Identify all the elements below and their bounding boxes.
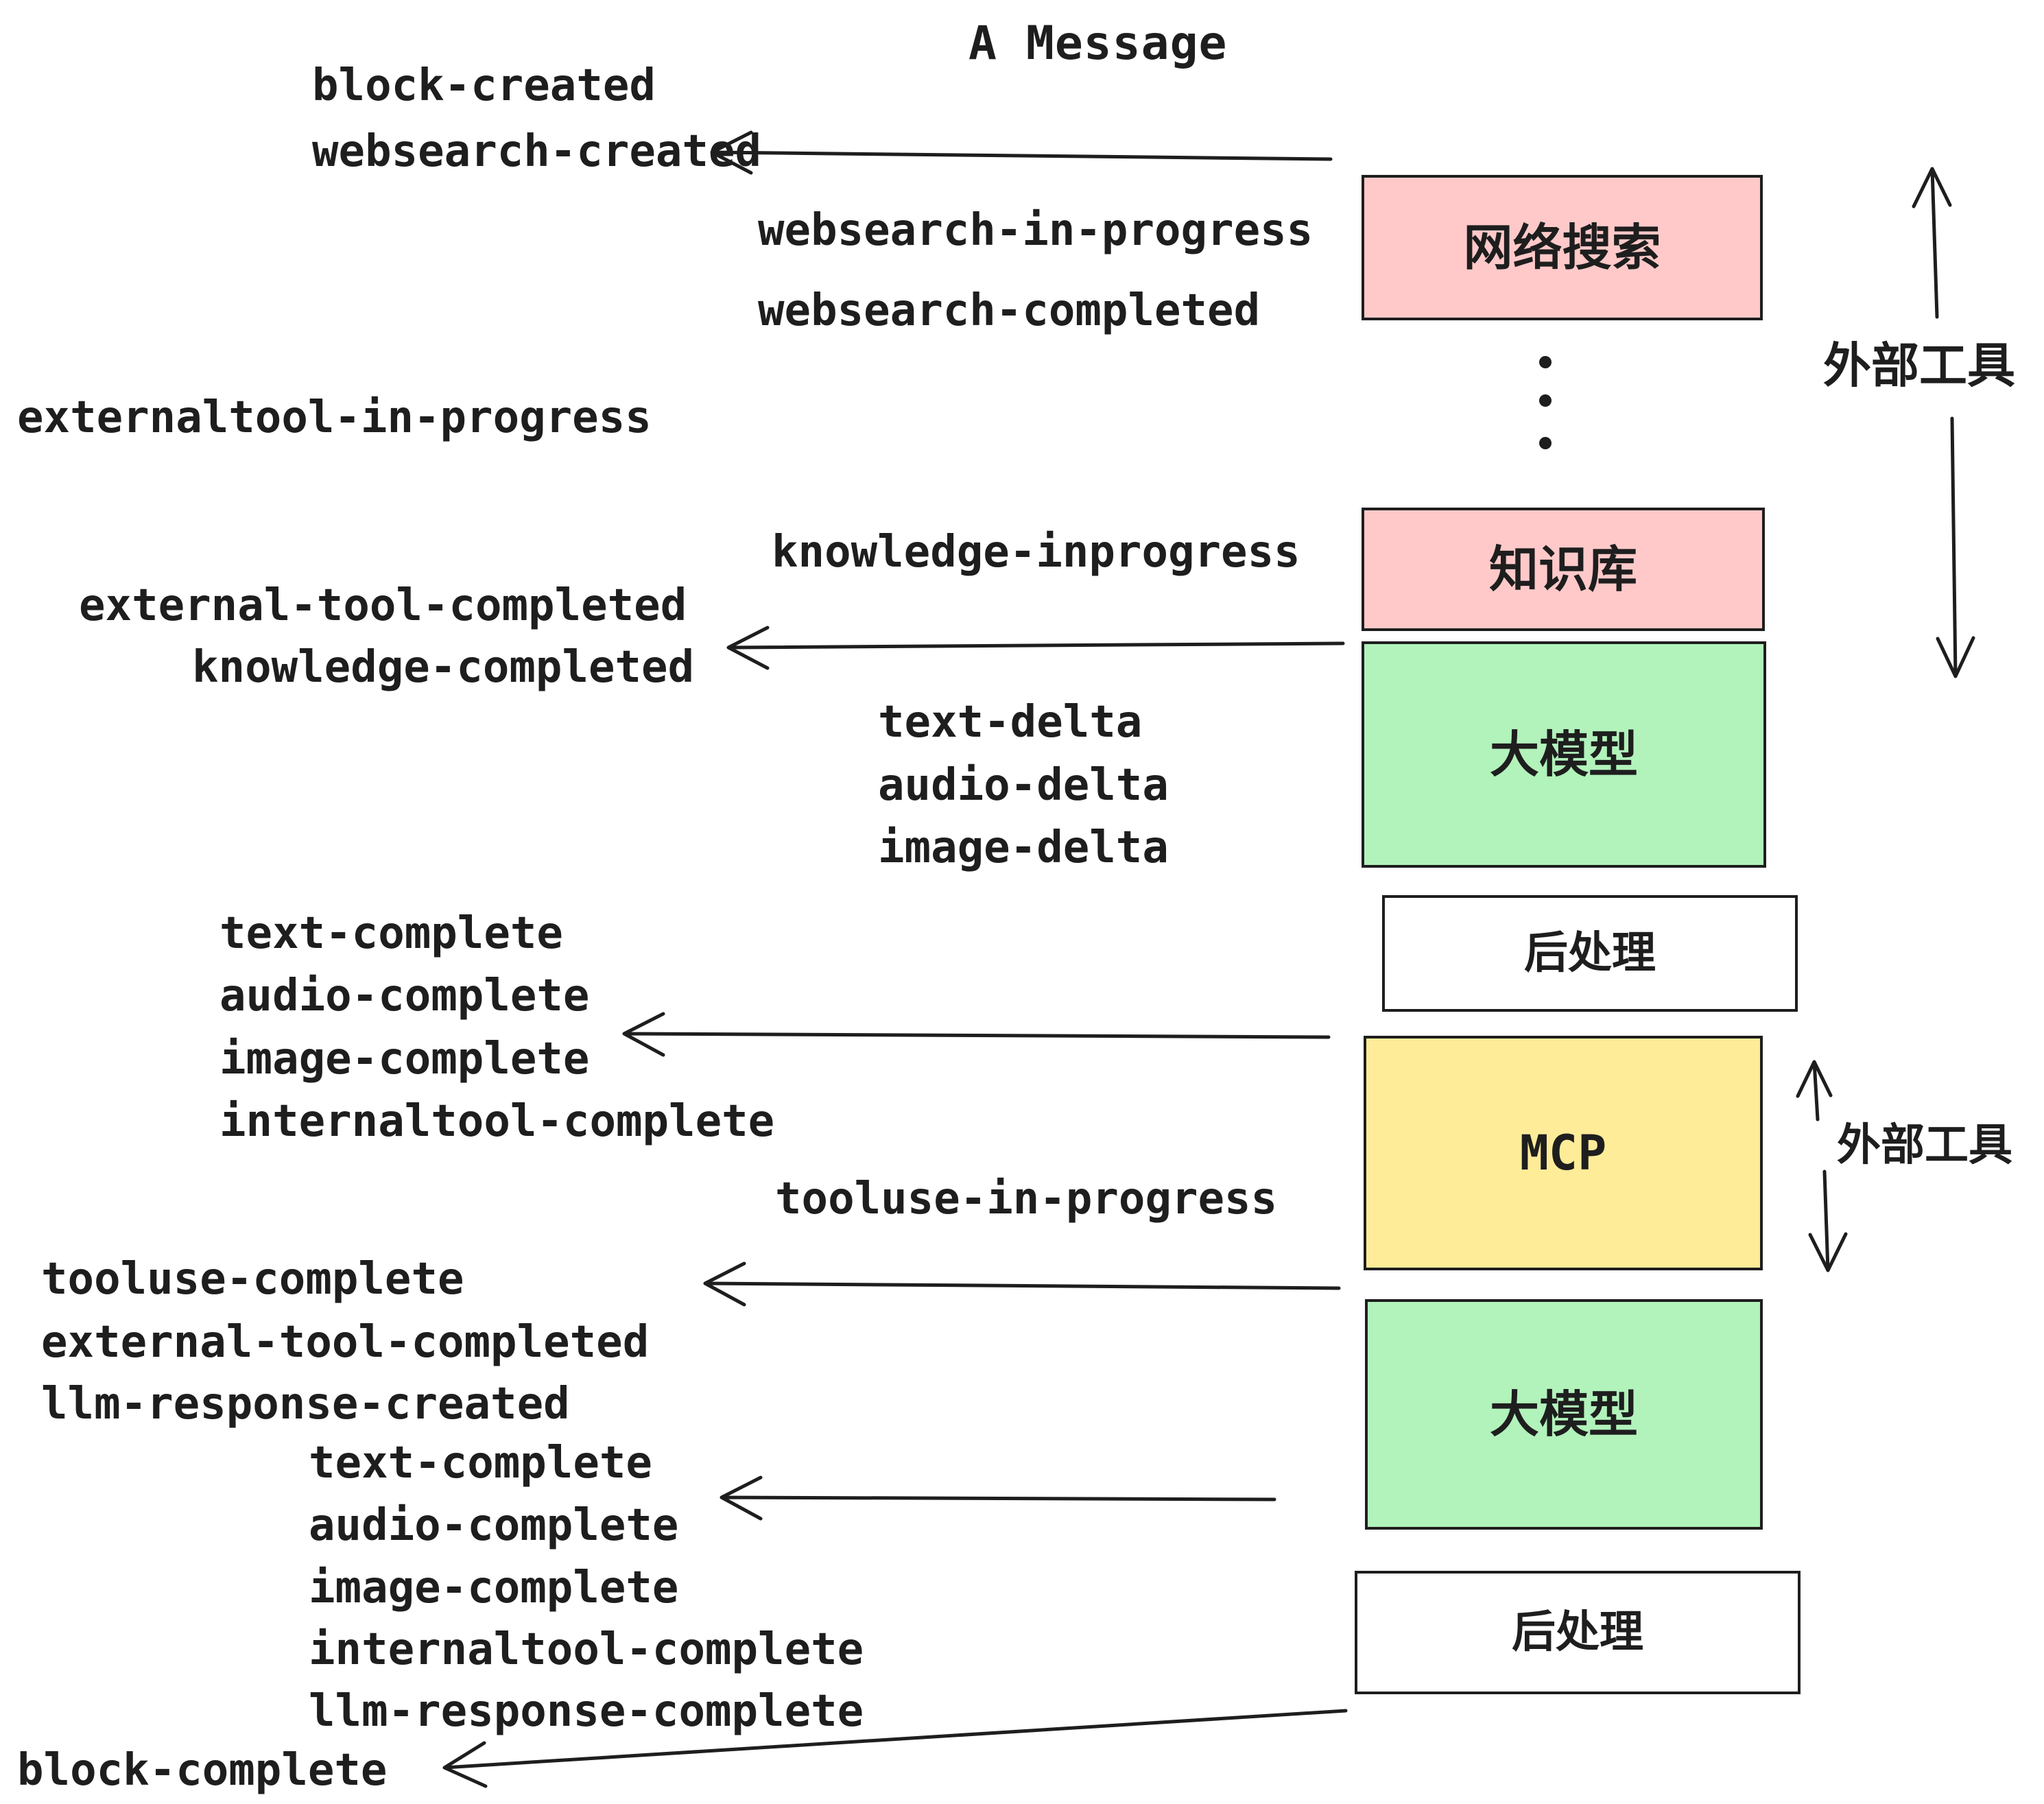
box-llm-2-label: 大模型 xyxy=(1489,1386,1638,1443)
box-websearch: 网络搜索 xyxy=(1362,175,1763,320)
event-external-tool-completed-1: external-tool-completed xyxy=(79,580,687,631)
event-llm-response-complete: llm-response-complete xyxy=(309,1686,864,1737)
box-websearch-label: 网络搜索 xyxy=(1463,219,1661,276)
event-websearch-completed: websearch-completed xyxy=(758,285,1261,336)
event-knowledge-inprogress: knowledge-inprogress xyxy=(772,527,1300,578)
external-tools-down-arrow-1 xyxy=(1936,416,1975,678)
event-internaltool-complete-2: internaltool-complete xyxy=(309,1624,864,1675)
external-tools-down-arrow-2 xyxy=(1808,1170,1848,1272)
side-label-external-tools-1: 外部工具 xyxy=(1823,337,2015,394)
box-postprocess-1: 后处理 xyxy=(1382,895,1798,1012)
box-mcp-label: MCP xyxy=(1519,1125,1607,1181)
event-text-complete-2: text-complete xyxy=(309,1438,652,1488)
box-llm-2: 大模型 xyxy=(1365,1299,1763,1530)
event-text-delta-1: text-delta xyxy=(878,697,1143,748)
arrow-to-audio-complete xyxy=(720,1475,1276,1521)
event-audio-delta-1: audio-delta xyxy=(878,760,1169,811)
box-llm-1: 大模型 xyxy=(1362,641,1766,868)
event-internaltool-complete-1: internaltool-complete xyxy=(219,1096,775,1147)
event-audio-complete-2: audio-complete xyxy=(309,1500,679,1551)
arrow-to-tooluse-complete xyxy=(703,1261,1341,1307)
box-knowledge-base: 知识库 xyxy=(1362,508,1765,631)
event-block-created: block-created xyxy=(312,60,656,111)
box-postprocess-1-label: 后处理 xyxy=(1524,928,1656,979)
box-postprocess-2-label: 后处理 xyxy=(1512,1607,1643,1658)
box-llm-1-label: 大模型 xyxy=(1489,726,1638,783)
event-tooluse-in-progress: tooluse-in-progress xyxy=(775,1174,1278,1224)
side-label-external-tools-2: 外部工具 xyxy=(1837,1120,2012,1171)
event-tooluse-complete: tooluse-complete xyxy=(41,1254,464,1305)
event-llm-response-created: llm-response-created xyxy=(41,1379,570,1429)
event-knowledge-completed: knowledge-completed xyxy=(192,642,695,693)
box-postprocess-2: 后处理 xyxy=(1355,1571,1801,1694)
event-websearch-created: websearch-created xyxy=(312,126,762,177)
arrow-to-block-created xyxy=(710,130,1333,175)
box-mcp: MCP xyxy=(1364,1036,1763,1270)
event-image-complete-1: image-complete xyxy=(219,1034,590,1084)
diagram-title: A Message xyxy=(968,16,1228,71)
event-audio-complete-1: audio-complete xyxy=(219,971,590,1021)
event-block-complete: block-complete xyxy=(17,1745,388,1796)
event-image-delta-1: image-delta xyxy=(878,822,1169,873)
box-knowledge-base-label: 知识库 xyxy=(1488,541,1637,598)
event-image-complete-2: image-complete xyxy=(309,1563,679,1613)
event-external-tool-completed-2: external-tool-completed xyxy=(41,1317,650,1368)
ellipsis-dots xyxy=(1539,356,1552,449)
event-text-complete-1: text-complete xyxy=(219,908,563,959)
external-tools-up-arrow-1 xyxy=(1912,167,1952,319)
event-externaltool-in-progress: externaltool-in-progress xyxy=(17,392,652,443)
event-websearch-in-progress: websearch-in-progress xyxy=(758,205,1314,256)
external-tools-up-arrow-2 xyxy=(1796,1060,1833,1121)
arrow-to-image-complete xyxy=(622,1012,1331,1057)
arrow-to-knowledge-completed xyxy=(726,626,1345,670)
